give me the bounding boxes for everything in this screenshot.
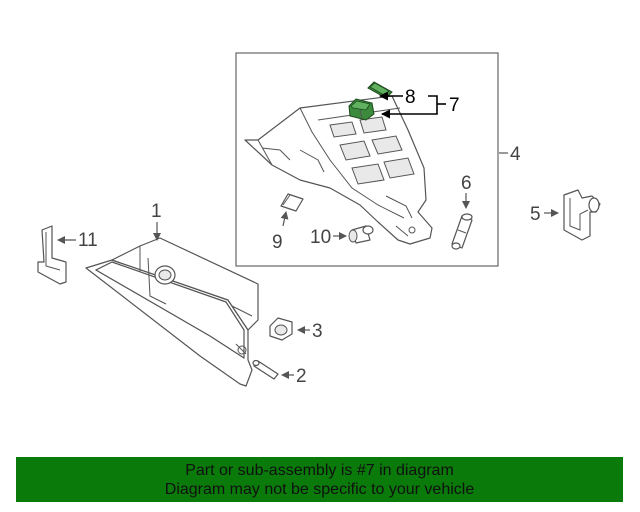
part-3-bump-stop — [269, 317, 293, 341]
callout-2: 2 — [296, 366, 307, 387]
callout-8: 8 — [405, 87, 416, 108]
part-11-trim — [37, 225, 67, 285]
notice-banner: Part or sub-assembly is #7 in diagram Di… — [16, 457, 623, 502]
callout-6: 6 — [461, 173, 472, 194]
callout-5: 5 — [530, 204, 541, 225]
notice-line-2: Diagram may not be specific to your vehi… — [164, 480, 475, 498]
callout-10: 10 — [310, 227, 331, 248]
part-6-strut — [451, 213, 473, 250]
part-1-glove-box — [85, 237, 259, 387]
callout-9: 9 — [272, 232, 283, 253]
part-7-latch — [348, 98, 375, 121]
subassembly-frame — [235, 52, 499, 267]
notice-line-1: Part or sub-assembly is #7 in diagram — [185, 461, 454, 479]
callout-11: 11 — [78, 230, 98, 251]
part-5-bracket — [563, 189, 601, 241]
part-10-damper — [348, 225, 374, 244]
callout-7: 7 — [449, 95, 460, 116]
part-2-pin — [252, 359, 279, 380]
callout-3: 3 — [312, 321, 323, 342]
part-9-pad — [280, 193, 304, 212]
callout-4: 4 — [510, 144, 521, 165]
part-4-housing — [244, 95, 433, 245]
callout-1: 1 — [151, 201, 162, 222]
